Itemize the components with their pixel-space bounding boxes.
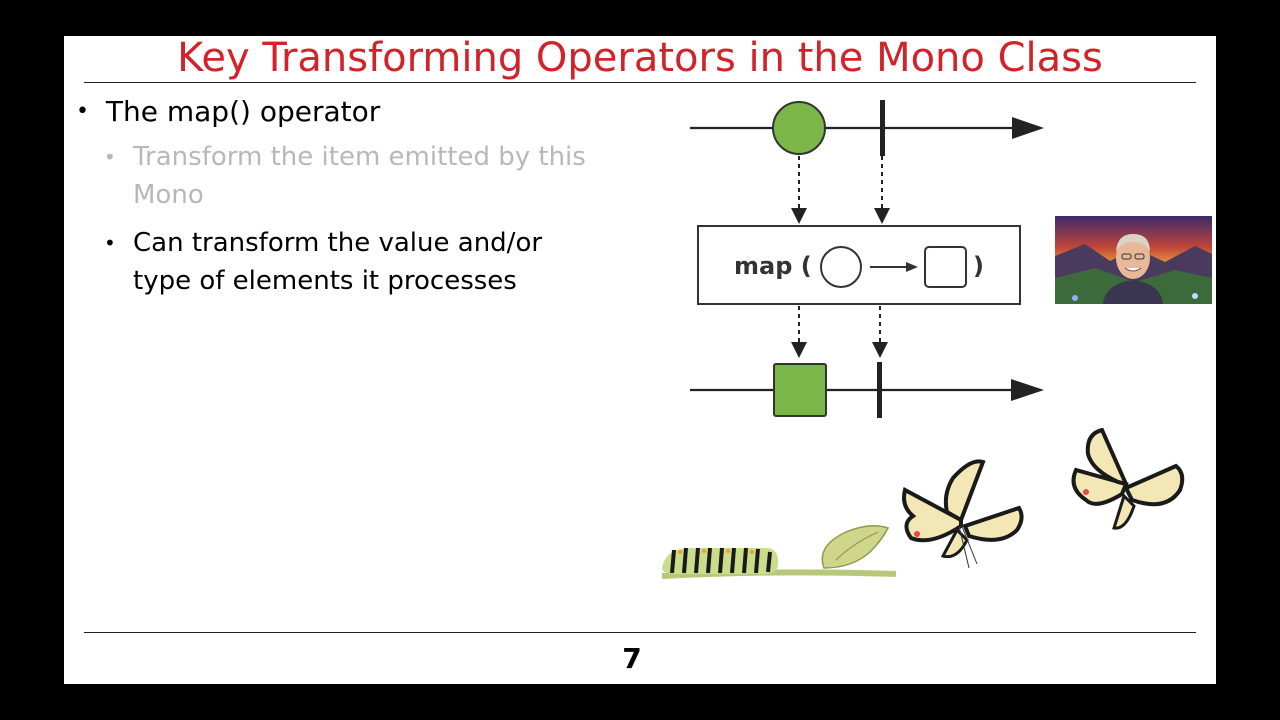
bullet-dot-icon: •: [104, 145, 116, 169]
presenter-webcam-image: [1055, 216, 1212, 304]
arrow-head-icon: [874, 208, 890, 224]
bullet-text: Transform the item emitted by this Mono: [133, 142, 586, 210]
arrow-head-icon: [872, 342, 888, 358]
transform-arrow-head-icon: [906, 262, 918, 272]
input-circle-icon: [820, 246, 862, 288]
bullet-map-operator: • The map() operator: [76, 94, 380, 130]
output-square-icon: [924, 246, 967, 288]
stem: [661, 569, 897, 579]
map-marble-diagram: map ( ): [668, 94, 1048, 434]
slide-title: Key Transforming Operators in the Mono C…: [177, 36, 1103, 81]
chrysalis-icon: [821, 525, 890, 569]
slide: Key Transforming Operators in the Mono C…: [64, 36, 1216, 684]
page-number: 7: [622, 642, 642, 675]
source-completion-bar: [880, 100, 885, 156]
map-close-paren: ): [973, 252, 984, 280]
result-completion-bar: [877, 362, 882, 418]
sub-bullet-transform-item: • Transform the item emitted by this Mon…: [104, 138, 603, 214]
map-operator-label: map (: [734, 252, 812, 280]
bullet-dot-icon: •: [104, 231, 116, 255]
title-divider: [84, 82, 1196, 83]
result-timeline-arrow-icon: [1011, 379, 1044, 401]
arrow-head-icon: [791, 342, 807, 358]
result-item-square: [773, 363, 827, 417]
butterfly-icon: [902, 459, 1024, 569]
source-timeline-arrow-icon: [1012, 117, 1044, 139]
bullet-dot-icon: •: [76, 99, 89, 124]
butterfly-icon: [1071, 428, 1185, 530]
arrow-head-icon: [791, 208, 807, 224]
bullet-text: Can transform the value and/or type of e…: [133, 228, 543, 296]
bullet-text: The map() operator: [105, 95, 381, 128]
caterpillar-icon: [662, 547, 779, 575]
sub-bullet-transform-value: • Can transform the value and/or type of…: [104, 224, 603, 300]
metamorphosis-image: [661, 428, 1185, 579]
source-item-circle: [772, 101, 826, 155]
footer-divider: [84, 632, 1196, 633]
